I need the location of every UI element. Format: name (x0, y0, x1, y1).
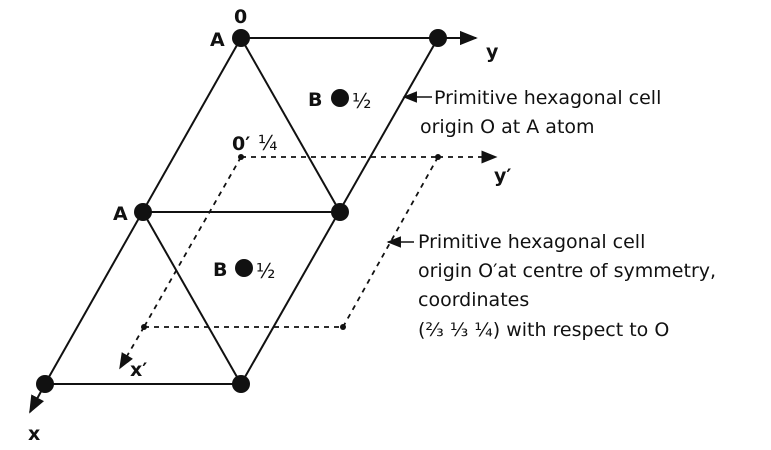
annotation-cell-oprime-line4: (⅔ ⅓ ¼) with respect to O (418, 319, 669, 341)
atom-a-middle-right (331, 203, 349, 221)
point-oprime-origin (238, 154, 244, 160)
point-oprime-top-right (435, 154, 441, 160)
label-origin-prime: 0′ (232, 133, 250, 155)
label-axis-x-prime: x′ (130, 359, 147, 381)
label-axis-y-prime: y′ (494, 165, 511, 187)
annotation-cell-o-line1: Primitive hexagonal cell (434, 87, 661, 109)
point-oprime-bottom-left (141, 324, 147, 330)
label-atom-a-top: A (210, 29, 225, 51)
annotation-cell-oprime-line1: Primitive hexagonal cell (418, 231, 645, 253)
atom-a-origin (232, 29, 250, 47)
label-atom-b-bottom: B (213, 259, 227, 281)
primitive-cell-o (44, 37, 439, 385)
label-atom-b-top-height: ½ (352, 89, 371, 113)
atom-b-top (331, 89, 349, 107)
point-oprime-bottom-right (340, 324, 346, 330)
label-atom-b-bottom-height: ½ (256, 259, 275, 283)
label-atom-b-top: B (308, 89, 322, 111)
x-prime-axis (119, 326, 145, 370)
annotation-cell-oprime-line3: coordinates (418, 289, 529, 311)
atom-b-bottom (235, 259, 253, 277)
atoms (36, 29, 447, 393)
cell-o-diagonal-lower (142, 211, 242, 385)
label-axis-x: x (28, 423, 40, 445)
label-origin-zero: 0 (234, 6, 247, 28)
atom-a-bottom-right (232, 375, 250, 393)
annotation-cell-oprime-line2: origin O′at centre of symmetry, (418, 260, 716, 282)
label-axis-y: y (486, 41, 499, 63)
cell-o-diagonal-upper (240, 37, 341, 213)
cell-oprime-left-edge (143, 156, 242, 328)
atom-a-middle (134, 203, 152, 221)
annotation-cell-o-line2: origin O at A atom (420, 116, 595, 138)
atom-a-bottom-left (36, 375, 54, 393)
label-atom-a-mid: A (113, 203, 128, 225)
cell-oprime-right-edge (342, 156, 439, 328)
primitive-cell-oprime (119, 150, 498, 370)
atom-a-corner-top-right (429, 29, 447, 47)
label-origin-prime-fraction: ¼ (258, 131, 277, 155)
